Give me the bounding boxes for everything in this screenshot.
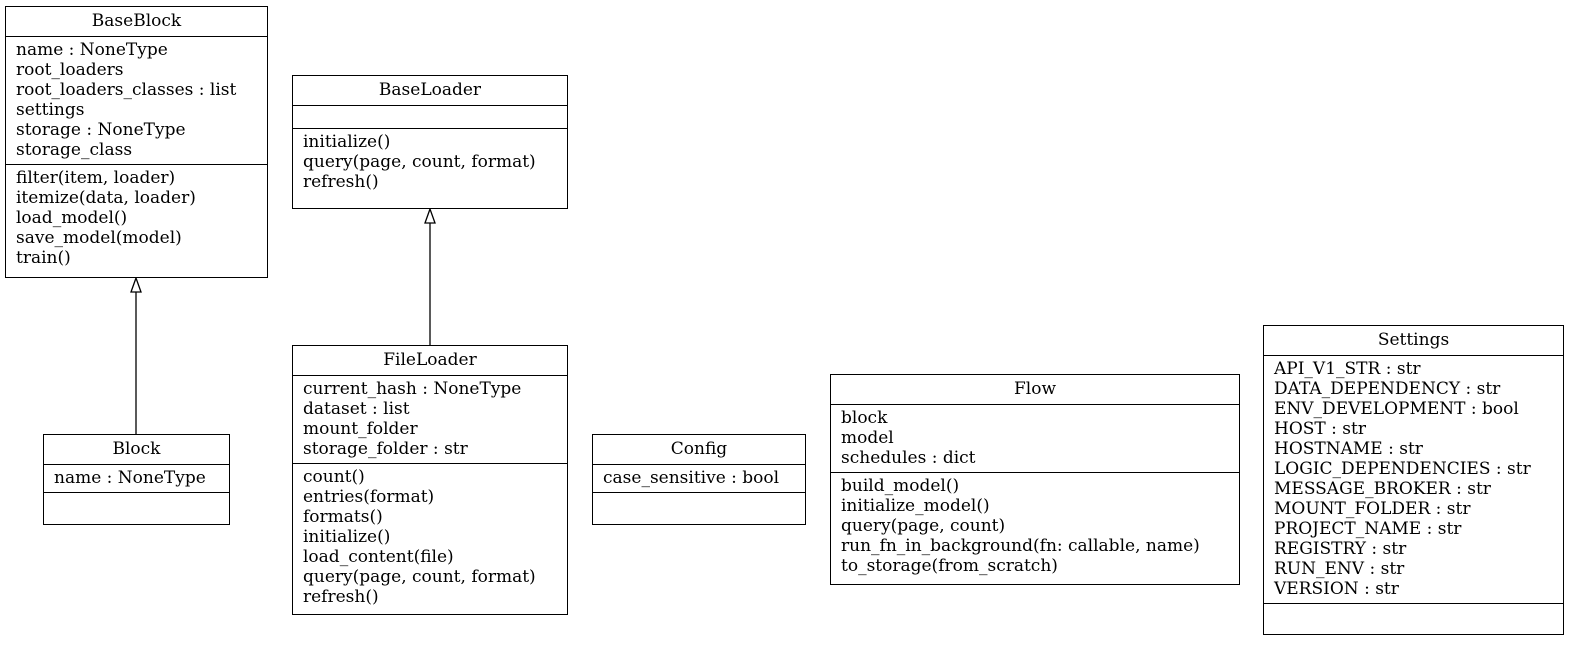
attribute: storage_folder : str (303, 439, 468, 459)
methods-section (593, 492, 805, 515)
class-settings: Settings API_V1_STR : str DATA_DEPENDENC… (1263, 325, 1564, 635)
methods-section (1264, 603, 1563, 626)
class-title: Settings (1377, 330, 1450, 350)
method: entries(format) (303, 487, 435, 507)
class-baseloader: BaseLoader initialize() query(page, coun… (292, 75, 568, 209)
methods-section (44, 492, 229, 515)
attribute: name : NoneType (54, 468, 206, 488)
attributes-section: block model schedules : dict (831, 404, 1239, 472)
method: query(page, count) (841, 516, 1006, 536)
attribute: name : NoneType (16, 40, 168, 60)
method: count() (303, 467, 365, 487)
attribute: settings (16, 100, 85, 120)
methods-section: initialize() query(page, count, format) … (293, 128, 567, 196)
method: initialize_model() (841, 496, 990, 516)
methods-section: filter(item, loader) itemize(data, loade… (6, 164, 267, 272)
attribute: MOUNT_FOLDER : str (1274, 499, 1471, 519)
method: save_model(model) (16, 228, 182, 248)
method: initialize() (303, 527, 391, 547)
class-title: Flow (1013, 379, 1057, 399)
attribute: HOSTNAME : str (1274, 439, 1423, 459)
attributes-section: case_sensitive : bool (593, 464, 805, 492)
class-title: BaseLoader (378, 80, 482, 100)
method: load_content(file) (303, 547, 454, 567)
class-flow: Flow block model schedules : dict build_… (830, 374, 1240, 585)
attribute: storage_class (16, 140, 133, 160)
attribute: model (841, 428, 894, 448)
attributes-section (293, 105, 567, 128)
class-title: Config (670, 439, 728, 459)
edge-block-to-baseblock (130, 276, 142, 434)
attribute: case_sensitive : bool (603, 468, 780, 488)
attribute: MESSAGE_BROKER : str (1274, 479, 1491, 499)
attribute: storage : NoneType (16, 120, 186, 140)
class-fileloader: FileLoader current_hash : NoneType datas… (292, 345, 568, 615)
attributes-section: name : NoneType (44, 464, 229, 492)
attribute: API_V1_STR : str (1274, 359, 1421, 379)
method: refresh() (303, 172, 379, 192)
method: query(page, count, format) (303, 152, 536, 172)
attributes-section: current_hash : NoneType dataset : list m… (293, 375, 567, 463)
attribute: RUN_ENV : str (1274, 559, 1405, 579)
attribute: dataset : list (303, 399, 410, 419)
attribute: PROJECT_NAME : str (1274, 519, 1462, 539)
method: run_fn_in_background(fn: callable, name) (841, 536, 1200, 556)
method: formats() (303, 507, 383, 527)
attribute: block (841, 408, 888, 428)
method: query(page, count, format) (303, 567, 536, 587)
attribute: root_loaders (16, 60, 124, 80)
method: itemize(data, loader) (16, 188, 196, 208)
methods-section: count() entries(format) formats() initia… (293, 463, 567, 611)
method: initialize() (303, 132, 391, 152)
class-title: Block (112, 439, 161, 459)
method: to_storage(from_scratch) (841, 556, 1058, 576)
attribute: LOGIC_DEPENDENCIES : str (1274, 459, 1531, 479)
edge-fileloader-to-baseloader (424, 207, 436, 345)
method: build_model() (841, 476, 960, 496)
class-baseblock: BaseBlock name : NoneType root_loaders r… (5, 6, 268, 278)
class-config: Config case_sensitive : bool (592, 434, 806, 525)
method: refresh() (303, 587, 379, 607)
methods-section: build_model() initialize_model() query(p… (831, 472, 1239, 580)
method: train() (16, 248, 71, 268)
attribute: DATA_DEPENDENCY : str (1274, 379, 1501, 399)
attribute: mount_folder (303, 419, 418, 439)
method: load_model() (16, 208, 128, 228)
class-title: BaseBlock (91, 11, 182, 31)
attribute: REGISTRY : str (1274, 539, 1407, 559)
class-title: FileLoader (383, 350, 477, 370)
attribute: root_loaders_classes : list (16, 80, 237, 100)
class-block: Block name : NoneType (43, 434, 230, 525)
method: filter(item, loader) (16, 168, 176, 188)
attributes-section: API_V1_STR : str DATA_DEPENDENCY : str E… (1264, 355, 1563, 603)
attribute: schedules : dict (841, 448, 976, 468)
attribute: HOST : str (1274, 419, 1366, 439)
attributes-section: name : NoneType root_loaders root_loader… (6, 36, 267, 164)
attribute: current_hash : NoneType (303, 379, 522, 399)
attribute: VERSION : str (1274, 579, 1399, 599)
attribute: ENV_DEVELOPMENT : bool (1274, 399, 1519, 419)
